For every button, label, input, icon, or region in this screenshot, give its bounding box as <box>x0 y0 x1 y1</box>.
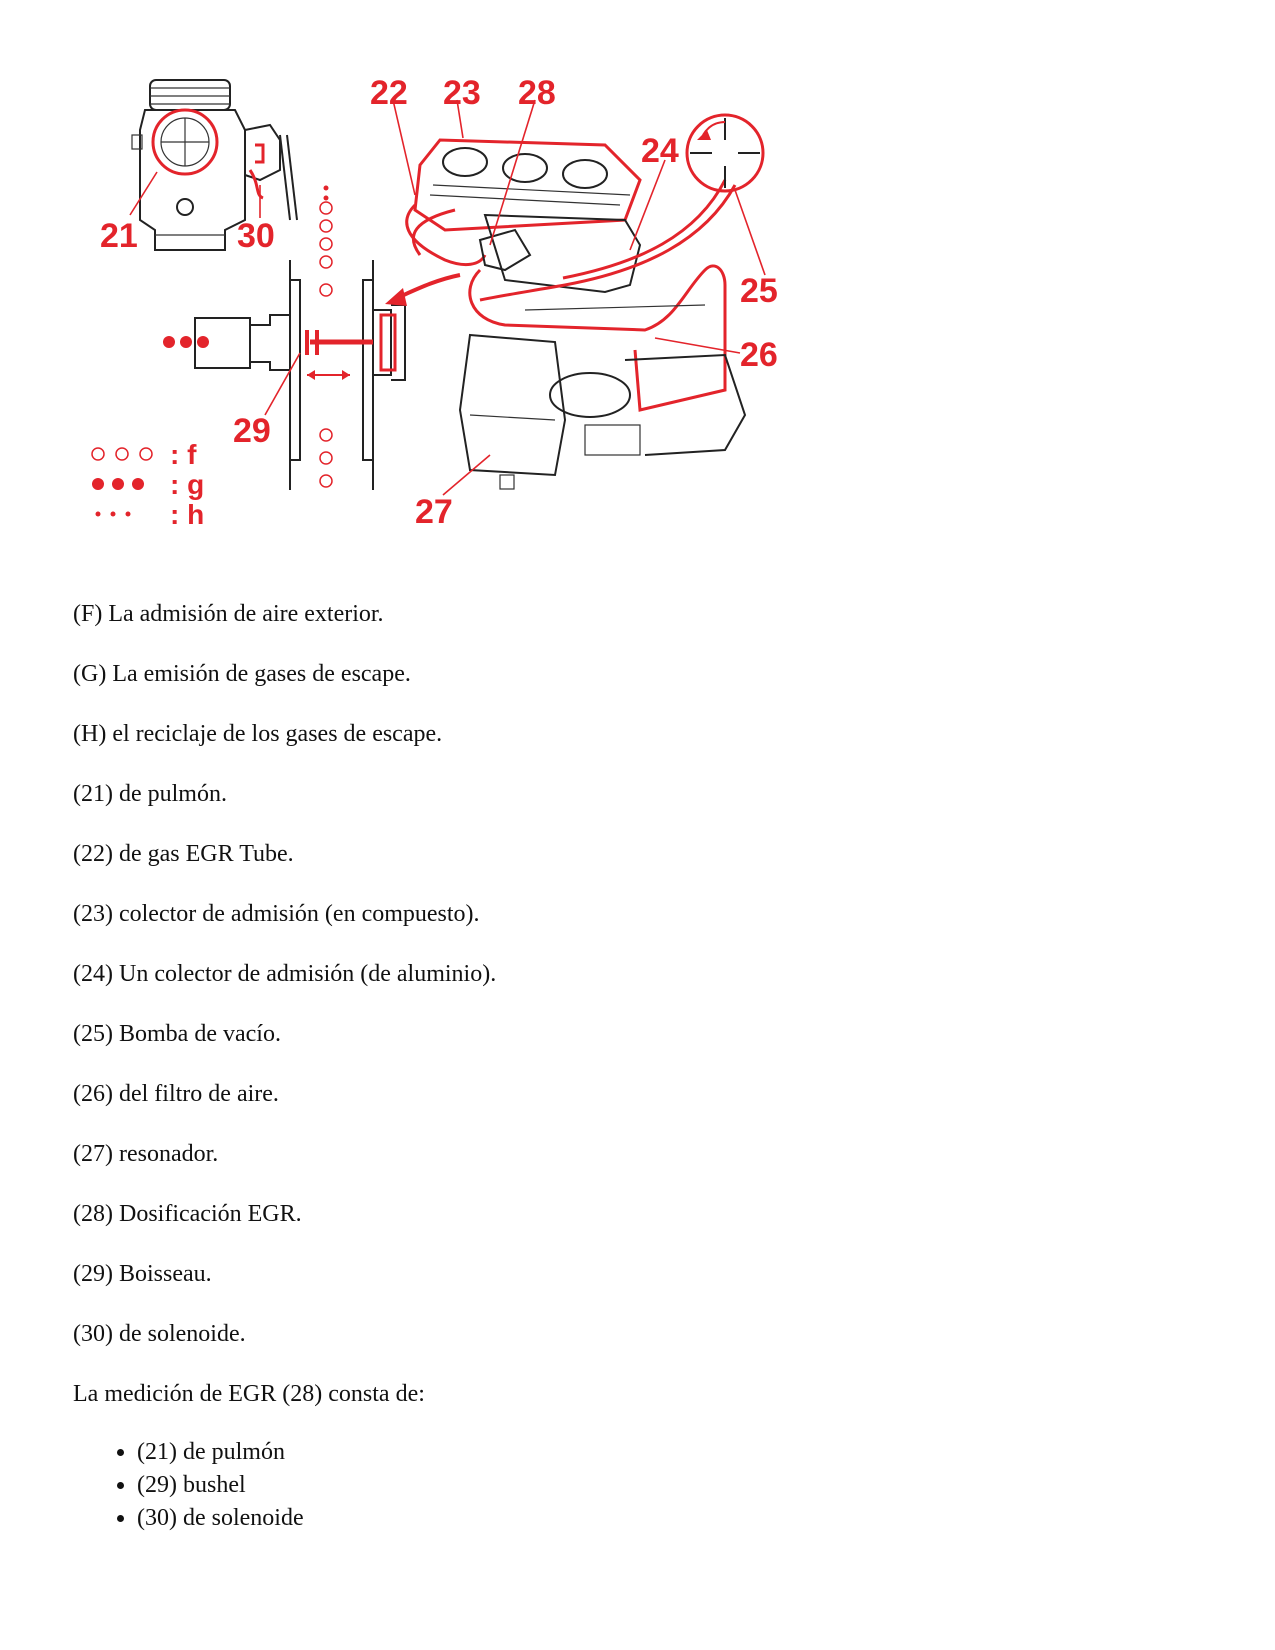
callout-23: 23 <box>443 74 481 112</box>
paragraph-25: (25) Bomba de vacío. <box>73 1021 281 1047</box>
paragraph-29: (29) Boisseau. <box>73 1261 212 1287</box>
paragraph-h: (H) el reciclaje de los gases de escape. <box>73 721 443 747</box>
paragraph-g: (G) La emisión de gases de escape. <box>73 661 411 687</box>
egr-valve-front-view: 21 30 <box>100 79 298 255</box>
list-item: (21) de pulmón <box>137 1436 1173 1469</box>
paragraph-egr-intro: La medición de EGR (28) consta de: <box>73 1381 425 1407</box>
legend-open-circles-icon <box>91 447 153 461</box>
egr-valve-cutaway: 29 <box>163 185 461 490</box>
paragraph-23: (23) colector de admisión (en compuesto)… <box>73 901 480 927</box>
legend-small-dots-icon <box>95 511 131 517</box>
list-item: (29) bushel <box>137 1469 1173 1502</box>
callout-28: 28 <box>518 74 556 112</box>
callout-27: 27 <box>415 493 453 531</box>
list-item: (30) de solenoide <box>137 1502 1173 1535</box>
engine-intake-assembly: 22 23 28 24 25 26 27 <box>370 74 778 531</box>
paragraph-21: (21) de pulmón. <box>73 781 227 807</box>
legend-label-f: : f <box>170 439 197 470</box>
paragraph-30: (30) de solenoide. <box>73 1321 246 1347</box>
egr-system-diagram: 21 30 <box>85 70 805 560</box>
description-text: (F) La admisión de aire exterior. (G) La… <box>73 600 1173 1535</box>
paragraph-24: (24) Un colector de admisión (de alumini… <box>73 961 497 987</box>
paragraph-26: (26) del filtro de aire. <box>73 1081 279 1107</box>
callout-25: 25 <box>740 272 778 310</box>
callout-29: 29 <box>233 412 271 450</box>
legend-filled-circles-icon <box>92 478 144 490</box>
callout-21: 21 <box>100 217 138 255</box>
callout-24: 24 <box>641 132 679 170</box>
callout-30: 30 <box>237 217 275 255</box>
paragraph-28: (28) Dosificación EGR. <box>73 1201 302 1227</box>
paragraph-27: (27) resonador. <box>73 1141 219 1167</box>
legend-label-h: : h <box>170 499 204 530</box>
paragraph-22: (22) de gas EGR Tube. <box>73 841 294 867</box>
callout-26: 26 <box>740 336 778 374</box>
flow-legend: : f : g : h <box>91 439 204 530</box>
legend-label-g: : g <box>170 469 204 500</box>
egr-components-list: (21) de pulmón (29) bushel (30) de solen… <box>73 1436 1173 1535</box>
callout-22: 22 <box>370 74 408 112</box>
paragraph-f: (F) La admisión de aire exterior. <box>73 601 384 627</box>
